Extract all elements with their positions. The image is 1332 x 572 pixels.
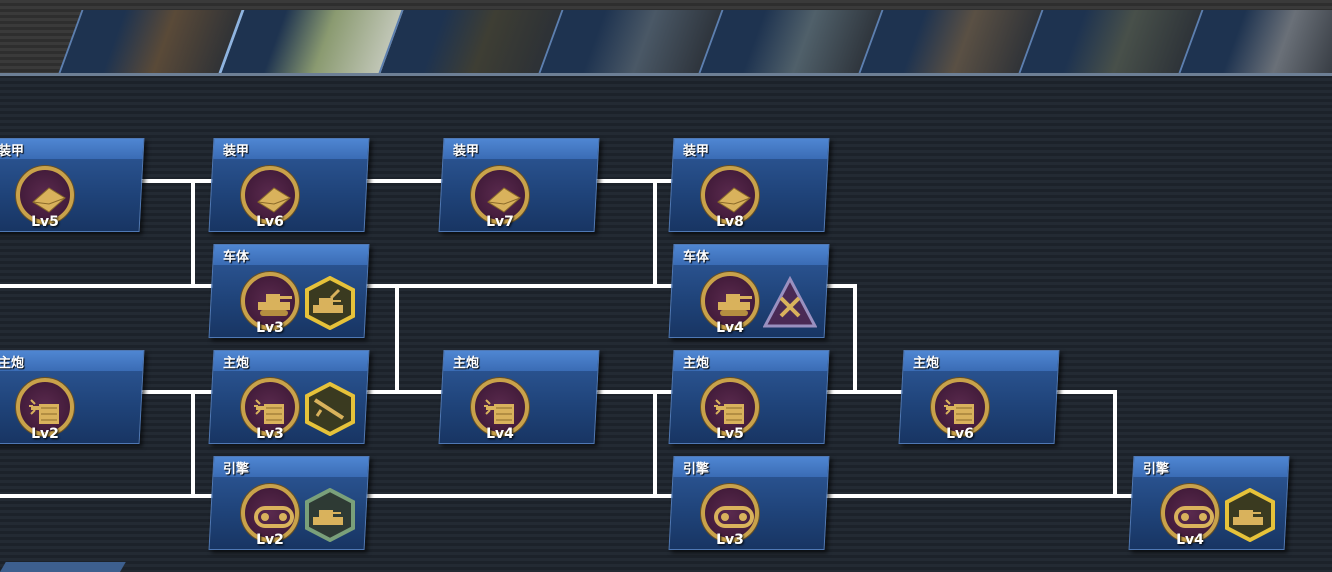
node-title: 主炮: [453, 356, 480, 371]
tech-node[interactable]: 主炮 Lv6: [898, 350, 1060, 444]
node-title: 装甲: [0, 144, 25, 159]
tech-node[interactable]: 引擎 Lv4: [1128, 456, 1290, 550]
node-title: 主炮: [223, 356, 250, 371]
upgrade-medal[interactable]: [1161, 484, 1219, 542]
tank-hull-icon: [718, 294, 752, 316]
track-icon: [1174, 506, 1214, 528]
node-level: Lv3: [716, 532, 744, 548]
node-level: Lv7: [486, 214, 514, 230]
tech-node[interactable]: 装甲 Lv6: [208, 138, 370, 232]
tech-node[interactable]: 引擎 Lv2: [208, 456, 370, 550]
node-title: 引擎: [683, 462, 710, 477]
node-level: Lv5: [716, 426, 744, 442]
upgrade-medal[interactable]: [241, 272, 299, 330]
node-level: Lv6: [256, 214, 284, 230]
node-level: Lv4: [1176, 532, 1204, 548]
armor-plate-icon: [257, 187, 291, 213]
tank-icon: [313, 510, 343, 525]
upgrade-medal[interactable]: [241, 166, 299, 224]
node-level: Lv2: [31, 426, 59, 442]
upgrade-medal[interactable]: [241, 378, 299, 436]
node-level: Lv6: [946, 426, 974, 442]
node-title: 装甲: [453, 144, 480, 159]
node-title: 主炮: [683, 356, 710, 371]
node-title: 主炮: [0, 356, 25, 371]
tech-node[interactable]: 车体 Lv3: [208, 244, 370, 338]
node-title: 引擎: [223, 462, 250, 477]
track-icon: [254, 506, 294, 528]
tech-node[interactable]: 主炮 Lv2: [0, 350, 145, 444]
armor-plate-icon: [32, 187, 66, 213]
tech-node[interactable]: 装甲 Lv8: [668, 138, 830, 232]
upgrade-medal[interactable]: [241, 484, 299, 542]
armor-plate-icon: [717, 187, 751, 213]
main-gun-icon: [484, 399, 514, 424]
armor-plate-icon: [487, 187, 521, 213]
main-gun-icon: [29, 399, 59, 424]
main-gun-icon: [714, 399, 744, 424]
node-level: Lv2: [256, 532, 284, 548]
hex-gold-badge[interactable]: [1223, 488, 1277, 542]
aa-tank-icon: [313, 288, 343, 313]
upgrade-medal[interactable]: [701, 484, 759, 542]
node-title: 车体: [683, 250, 710, 265]
tech-node[interactable]: 主炮 Lv4: [438, 350, 600, 444]
tank-hull-icon: [258, 294, 292, 316]
node-title: 装甲: [223, 144, 250, 159]
node-title: 车体: [223, 250, 250, 265]
upgrade-medal[interactable]: [16, 378, 74, 436]
node-level: Lv5: [31, 214, 59, 230]
repair-tools-icon: [779, 296, 801, 318]
triangle-purple-badge[interactable]: [763, 276, 817, 330]
tech-node[interactable]: 引擎 Lv3: [668, 456, 830, 550]
tech-node[interactable]: 车体 Lv4: [668, 244, 830, 338]
upgrade-medal[interactable]: [931, 378, 989, 436]
hex-green-badge[interactable]: [303, 488, 357, 542]
node-title: 主炮: [913, 356, 940, 371]
node-level: Lv4: [716, 320, 744, 336]
node-title: 装甲: [683, 144, 710, 159]
upgrade-medal[interactable]: [701, 166, 759, 224]
upgrade-medal[interactable]: [701, 272, 759, 330]
hex-gold-badge[interactable]: [303, 276, 357, 330]
tank-icon: [1233, 510, 1263, 525]
tech-node[interactable]: 主炮 Lv3: [208, 350, 370, 444]
node-level: Lv4: [486, 426, 514, 442]
hex-gold-badge[interactable]: [303, 382, 357, 436]
node-level: Lv8: [716, 214, 744, 230]
main-gun-icon: [254, 399, 284, 424]
node-level: Lv3: [256, 426, 284, 442]
main-gun-icon: [944, 399, 974, 424]
tech-node[interactable]: 装甲 Lv7: [438, 138, 600, 232]
bottom-tab-edge[interactable]: [0, 562, 126, 572]
upgrade-medal[interactable]: [471, 166, 529, 224]
upgrade-medal[interactable]: [701, 378, 759, 436]
node-level: Lv3: [256, 320, 284, 336]
node-title: 引擎: [1143, 462, 1170, 477]
unit-category-tabs: [0, 0, 1332, 76]
tech-node[interactable]: 装甲 Lv5: [0, 138, 145, 232]
tech-node[interactable]: 主炮 Lv5: [668, 350, 830, 444]
upgrade-medal[interactable]: [16, 166, 74, 224]
track-icon: [714, 506, 754, 528]
upgrade-medal[interactable]: [471, 378, 529, 436]
rifle-icon: [313, 398, 345, 420]
